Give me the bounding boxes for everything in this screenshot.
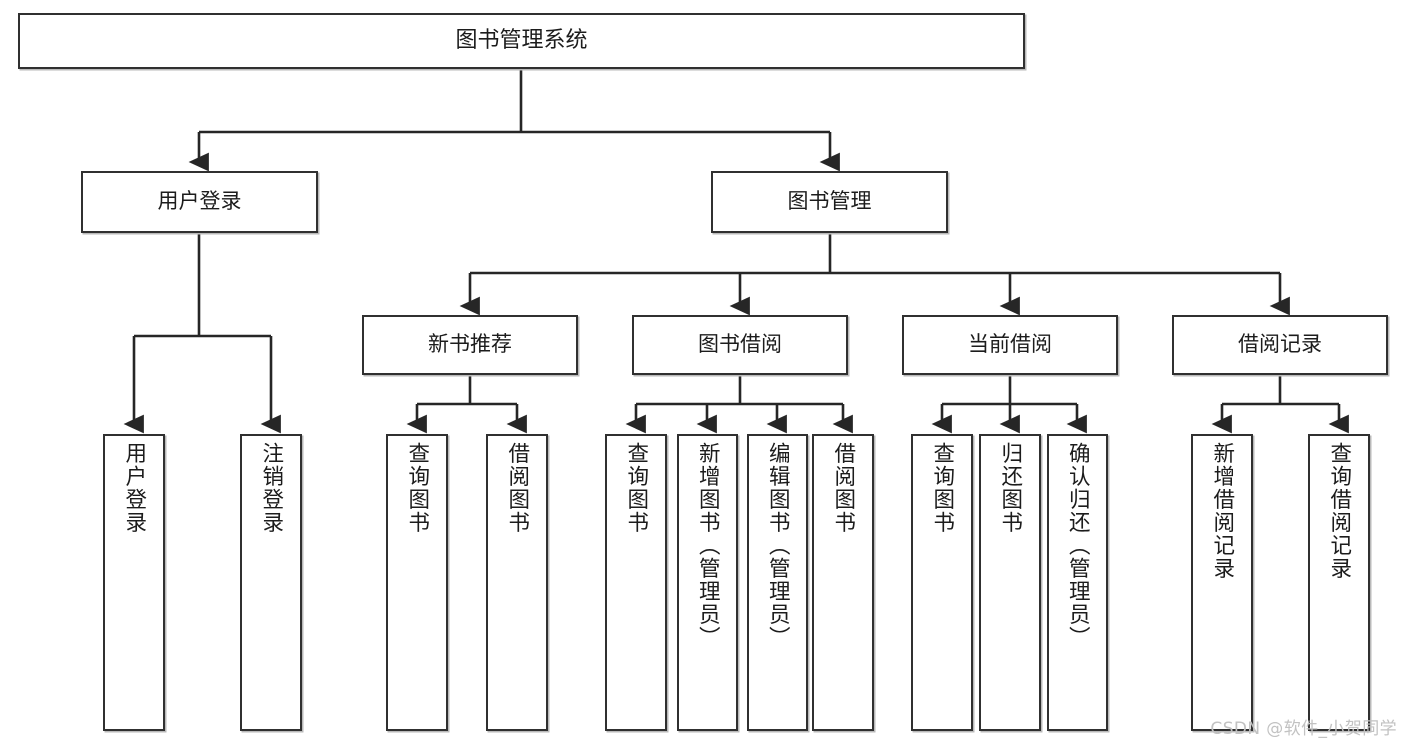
node-label: 查询图书 [404,442,430,534]
node-label: 图书管理系统 [455,27,588,53]
node-label: 图书管理 [787,189,872,214]
node-leaf-user-login[interactable]: 用户登录 [103,434,165,731]
node-leaf-add-book-admin[interactable]: 新增图书（管理员） [677,434,738,731]
node-leaf-borrow-book-borrow[interactable]: 借阅图书 [812,434,874,731]
node-borrow-record[interactable]: 借阅记录 [1172,315,1388,375]
node-label: 编辑图书（管理员） [765,442,791,649]
node-book-manage[interactable]: 图书管理 [711,171,948,233]
node-label: 注销登录 [258,442,284,534]
node-leaf-query-book-borrow[interactable]: 查询图书 [605,434,667,731]
node-book-borrow[interactable]: 图书借阅 [632,315,848,375]
node-label: 查询图书 [929,442,955,534]
node-root-system[interactable]: 图书管理系统 [18,13,1025,69]
node-label: 借阅记录 [1238,332,1322,357]
node-label: 查询图书 [623,442,649,534]
node-label: 借阅图书 [504,442,530,534]
node-label: 新书推荐 [428,332,512,357]
node-current-borrow[interactable]: 当前借阅 [902,315,1118,375]
node-leaf-query-book-recommendation[interactable]: 查询图书 [386,434,448,731]
node-label: 查询借阅记录 [1326,442,1352,580]
node-label: 确认归还（管理员） [1065,442,1091,649]
watermark-text: CSDN @软件_小贺同学 [1210,719,1397,739]
node-leaf-confirm-return-admin[interactable]: 确认归还（管理员） [1047,434,1108,731]
node-label: 用户登录 [157,189,242,214]
node-leaf-query-book-current[interactable]: 查询图书 [911,434,973,731]
node-user-login[interactable]: 用户登录 [81,171,318,233]
node-new-book-recommendation[interactable]: 新书推荐 [362,315,578,375]
node-leaf-return-book[interactable]: 归还图书 [979,434,1041,731]
node-label: 新增图书（管理员） [695,442,721,649]
node-leaf-borrow-book-recommendation[interactable]: 借阅图书 [486,434,548,731]
node-leaf-edit-book-admin[interactable]: 编辑图书（管理员） [747,434,808,731]
node-label: 借阅图书 [830,442,856,534]
node-label: 归还图书 [997,442,1023,534]
node-label: 当前借阅 [968,332,1052,357]
node-label: 新增借阅记录 [1209,442,1235,580]
node-leaf-logout[interactable]: 注销登录 [240,434,302,731]
node-label: 图书借阅 [698,332,782,357]
node-leaf-add-borrow-record[interactable]: 新增借阅记录 [1191,434,1253,731]
node-leaf-query-borrow-record[interactable]: 查询借阅记录 [1308,434,1370,731]
node-label: 用户登录 [121,442,147,534]
